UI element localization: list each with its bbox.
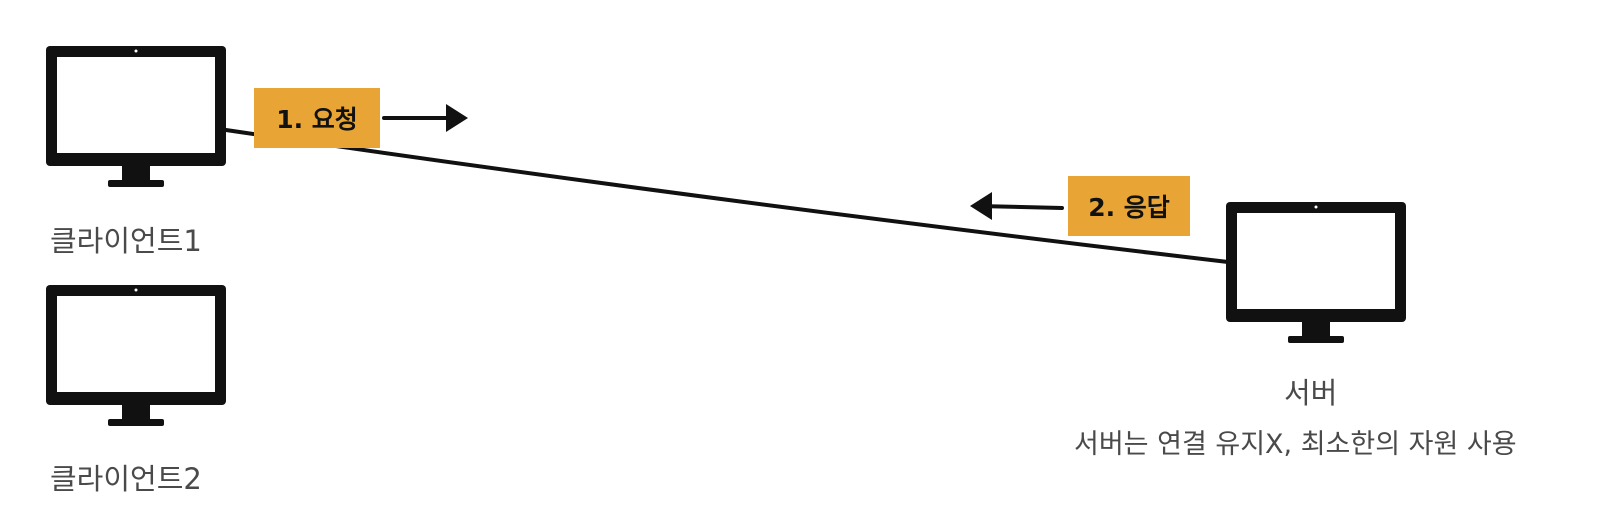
client1-label: 클라이언트1: [50, 224, 202, 258]
connection-line: [224, 128, 1230, 264]
server-label: 서버: [1284, 376, 1338, 410]
client2-label: 클라이언트2: [50, 462, 202, 496]
client2-monitor: [46, 285, 226, 431]
response-step-tag: 2. 응답: [1068, 176, 1190, 236]
server-note: 서버는 연결 유지X, 최소한의 자원 사용: [1074, 429, 1517, 460]
monitor-icon: [46, 46, 226, 187]
client1-monitor: [46, 46, 226, 192]
monitor-icon: [46, 285, 226, 426]
arrow-right-icon: [382, 104, 468, 132]
arrow-left-icon: [970, 192, 1064, 220]
request-step-tag: 1. 요청: [254, 88, 380, 148]
server-monitor: [1226, 202, 1406, 348]
monitor-icon: [1226, 202, 1406, 343]
